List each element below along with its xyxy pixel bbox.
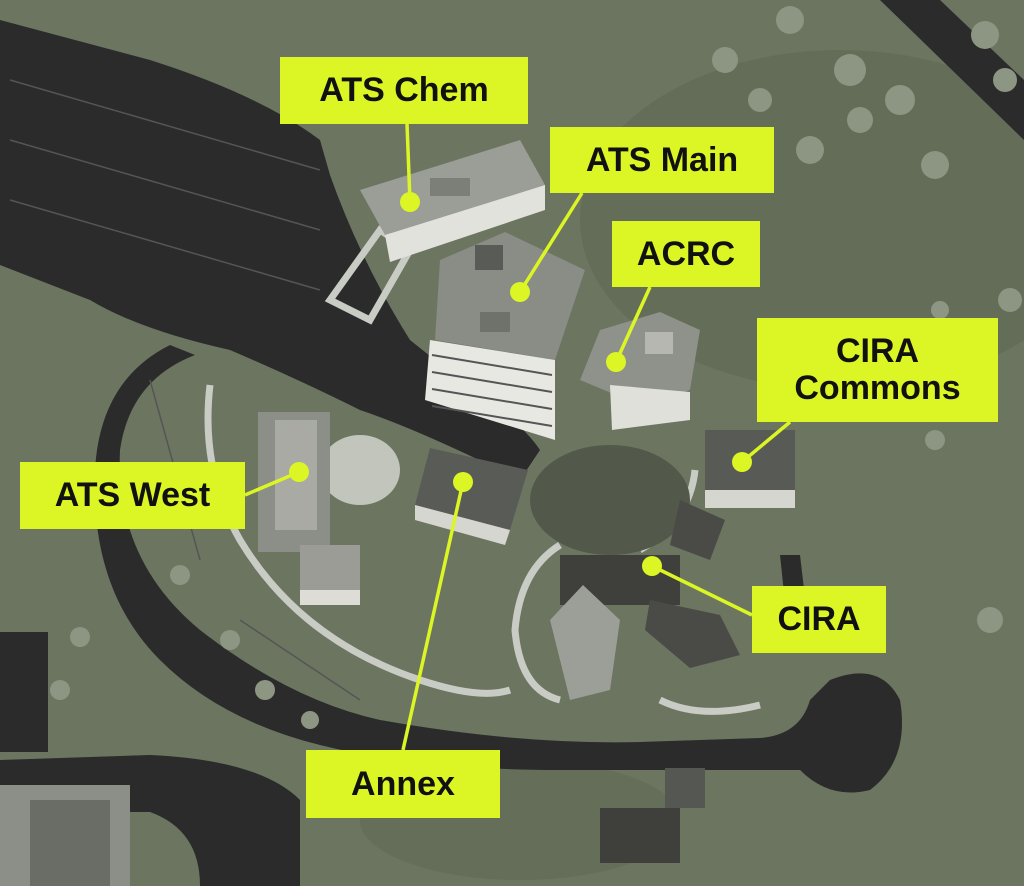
road-northeast <box>880 0 1024 140</box>
building-ats-west-wing <box>300 545 360 595</box>
label-annex[interactable]: Annex <box>306 750 500 818</box>
marker-cira-icon[interactable] <box>642 556 662 576</box>
label-ats-west[interactable]: ATS West <box>20 462 245 529</box>
label-acrc[interactable]: ACRC <box>612 221 760 287</box>
label-cira[interactable]: CIRA <box>752 586 886 653</box>
parking-lot-north <box>0 20 540 480</box>
courtyard <box>530 445 690 555</box>
building-acrc-facade <box>610 385 690 430</box>
buildings <box>0 140 795 886</box>
building-southwest-roof <box>30 800 110 886</box>
leader-ats-chem <box>405 123 412 203</box>
building-annex <box>415 448 528 530</box>
parking-lot-west <box>0 632 48 752</box>
rooftop-unit <box>645 332 673 354</box>
rooftop-unit <box>475 245 503 270</box>
building-ats-main <box>435 232 585 360</box>
building-ats-main-facade <box>425 340 555 440</box>
building-cira-east <box>670 500 725 560</box>
plaza <box>320 435 400 505</box>
building-annex-facade <box>415 505 510 545</box>
rooftop-unit <box>430 178 470 196</box>
leader-cira-commons <box>740 420 792 464</box>
rooftop-unit <box>480 312 510 332</box>
building-cira-pavilion <box>550 585 620 700</box>
marker-ats-main-icon[interactable] <box>510 282 530 302</box>
label-ats-main[interactable]: ATS Main <box>550 127 774 193</box>
label-ats-chem[interactable]: ATS Chem <box>280 57 528 124</box>
leader-acrc <box>614 286 652 363</box>
marker-cira-commons-icon[interactable] <box>732 452 752 472</box>
building-cira-commons-facade <box>705 490 795 508</box>
trees <box>50 6 1022 729</box>
leader-annex <box>401 481 465 751</box>
building-ats-main-windows <box>431 354 553 427</box>
leader-ats-main <box>518 192 584 293</box>
marker-ats-west-icon[interactable] <box>289 462 309 482</box>
building-ats-chem-facade <box>385 185 545 262</box>
building-south-annex <box>665 768 705 808</box>
leader-lines <box>244 123 792 751</box>
building-cira-south <box>645 600 740 668</box>
marker-ats-chem-icon[interactable] <box>400 192 420 212</box>
building-ats-west-facade <box>300 590 360 605</box>
marker-acrc-icon[interactable] <box>606 352 626 372</box>
building-south <box>600 808 680 863</box>
label-cira-commons[interactable]: CIRA Commons <box>757 318 998 422</box>
road-loop <box>94 345 902 793</box>
leader-cira <box>651 564 753 617</box>
location-markers <box>289 192 752 576</box>
marker-annex-icon[interactable] <box>453 472 473 492</box>
